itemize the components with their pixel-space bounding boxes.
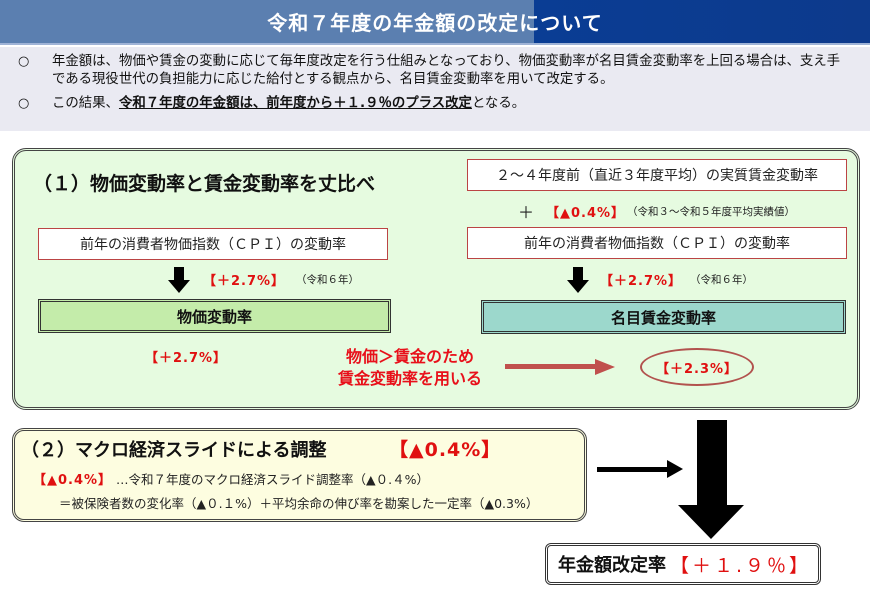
page-header: 令和７年度の年金額の改定について <box>0 0 870 45</box>
section2-title: （２）マクロ経済スライドによる調整 <box>21 440 327 461</box>
intro-emphasis: 令和７年度の年金額は、前年度から＋１.９％のプラス改定 <box>118 96 472 111</box>
intro-section: ○ 年金額は、物価や賃金の変動に応じて毎年度改定を行う仕組みとなっており、物価変… <box>0 47 870 131</box>
macro-slide-line-1: 【▲0.4%】 …令和７年度のマクロ経済スライド調整率（▲０.４%） <box>33 469 429 488</box>
comparison-text: 物価＞賃金のため 賃金変動率を用いる <box>310 346 510 390</box>
intro-item: ○ この結果、令和７年度の年金額は、前年度から＋１.９％のプラス改定となる。 <box>18 95 870 113</box>
wage-rate-ellipse: 【＋2.3%】 <box>640 348 754 386</box>
wage-rate-box: 名目賃金変動率 <box>481 300 846 334</box>
real-wage-value: 【▲0.4%】 <box>546 206 626 221</box>
right-cpi-box: 前年の消費者物価指数（ＣＰＩ）の変動率 <box>467 227 847 259</box>
comparison-line-2: 賃金変動率を用いる <box>337 369 482 388</box>
right-arrow-icon <box>597 460 687 480</box>
right-cpi-note: （令和６年） <box>690 274 753 286</box>
macro-slide-line-2: ＝被保険者数の変化率（▲０.１%）＋平均余命の伸び率を勘案した一定率（▲0.3%… <box>59 496 539 511</box>
price-rate-value: 【＋2.7%】 <box>145 351 228 366</box>
macro-slide-value: 【▲0.4%】 <box>33 473 113 488</box>
real-wage-box: ２～４年度前（直近３年度平均）の実質賃金変動率 <box>467 159 847 191</box>
bullet-circle-icon: ○ <box>18 96 30 111</box>
page-title: 令和７年度の年金額の改定について <box>267 11 603 35</box>
macro-slide-desc: …令和７年度のマクロ経済スライド調整率（▲０.４%） <box>116 472 430 487</box>
comparison-panel: （１）物価変動率と賃金変動率を丈比べ <box>12 148 860 410</box>
section1-title: （１）物価変動率と賃金変動率を丈比べ <box>33 173 376 195</box>
left-cpi-note: （令和６年） <box>296 274 359 286</box>
result-box: 年金額改定率 【＋１.９％】 <box>545 543 821 585</box>
intro-text-1: 年金額は、物価や賃金の変動に応じて毎年度改定を行う仕組みとなっており、物価変動率… <box>52 54 841 87</box>
price-rate-box: 物価変動率 <box>38 299 391 333</box>
down-arrow-icon <box>567 267 589 293</box>
result-label: 年金額改定率 <box>558 555 666 576</box>
comparison-line-1: 物価＞賃金のため <box>345 347 474 366</box>
big-down-arrow-icon <box>678 420 744 539</box>
wage-rate-value: 【＋2.3%】 <box>655 361 739 377</box>
left-cpi-box: 前年の消費者物価指数（ＣＰＩ）の変動率 <box>38 228 388 260</box>
right-cpi-value: 【＋2.7%】 <box>600 274 683 289</box>
left-cpi-value: 【＋2.7%】 <box>203 274 286 289</box>
macro-slide-panel: （２）マクロ経済スライドによる調整 【▲0.4%】 【▲0.4%】 …令和７年度… <box>12 428 587 522</box>
bullet-circle-icon: ○ <box>18 54 30 69</box>
intro-item: ○ 年金額は、物価や賃金の変動に応じて毎年度改定を行う仕組みとなっており、物価変… <box>18 53 870 89</box>
real-wage-note: （令和３～令和５年度平均実績値） <box>627 206 795 218</box>
down-arrow-icon <box>168 267 190 293</box>
intro-text-2: この結果、令和７年度の年金額は、前年度から＋１.９％のプラス改定となる。 <box>52 95 852 113</box>
intro-prefix: この結果、 <box>52 96 119 111</box>
plus-sign: ＋ <box>518 203 535 222</box>
right-arrow-icon <box>505 359 615 375</box>
section2-title-value: 【▲0.4%】 <box>389 439 502 461</box>
intro-suffix: となる。 <box>471 96 526 111</box>
result-value: 【＋１.９％】 <box>670 554 812 577</box>
